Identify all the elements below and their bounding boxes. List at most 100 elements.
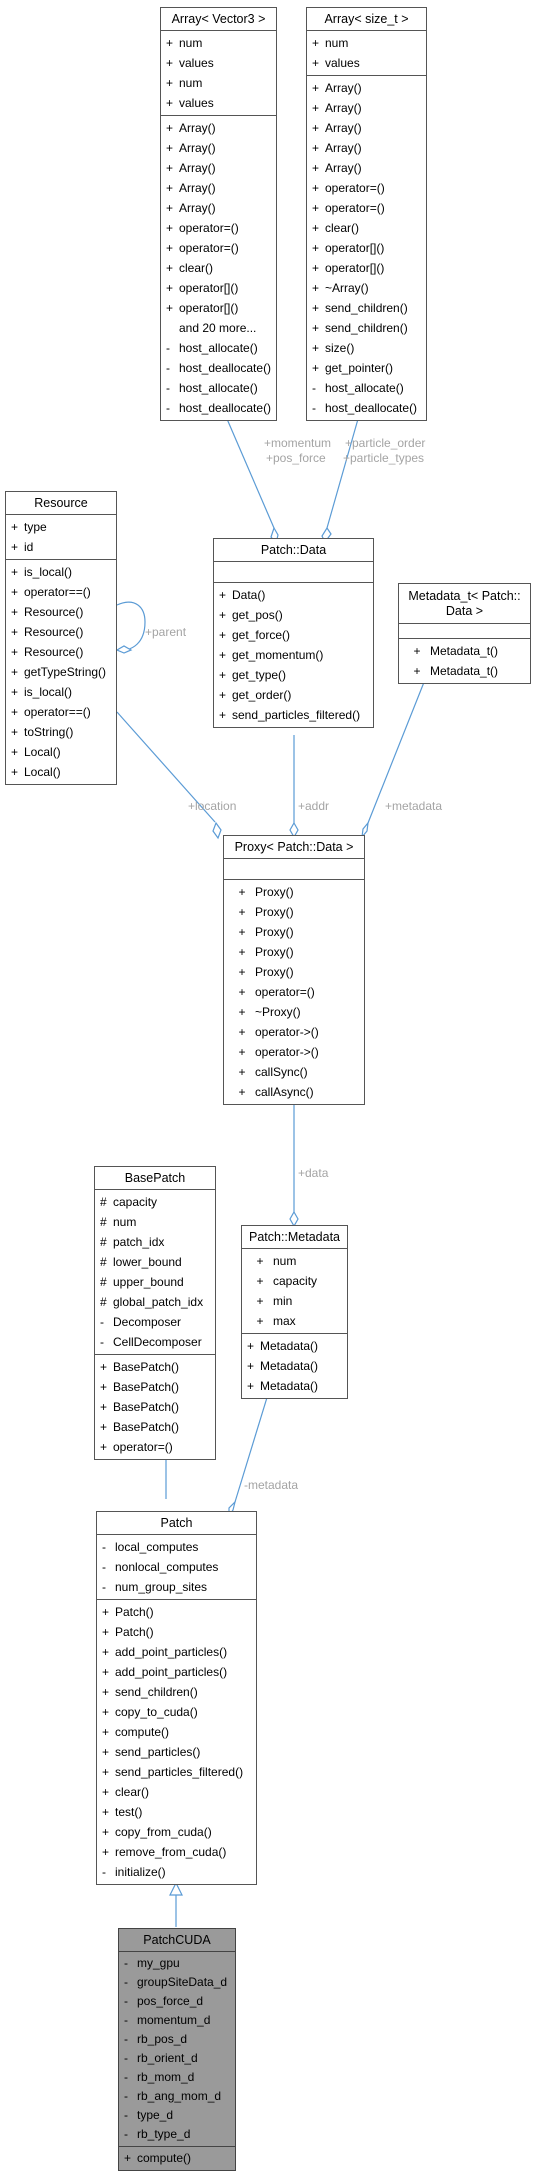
class-member[interactable]: +toString() [6, 722, 116, 742]
class-member[interactable]: +Proxy() [224, 902, 364, 922]
class-member[interactable]: -initialize() [97, 1862, 256, 1882]
class-member[interactable]: -my_gpu [119, 1954, 235, 1973]
class-member[interactable]: +num [307, 33, 426, 53]
class-member[interactable]: -rb_type_d [119, 2125, 235, 2144]
class-metadata-t[interactable]: Metadata_t< Patch:: Data > +Metadata_t()… [398, 583, 531, 684]
class-member[interactable]: -rb_pos_d [119, 2030, 235, 2049]
class-member[interactable]: -pos_force_d [119, 1992, 235, 2011]
class-member[interactable]: +Metadata() [242, 1356, 347, 1376]
class-member[interactable]: +clear() [97, 1782, 256, 1802]
class-member[interactable]: +Array() [161, 178, 276, 198]
class-member[interactable]: +Patch() [97, 1622, 256, 1642]
class-member[interactable]: +is_local() [6, 682, 116, 702]
class-member[interactable]: +get_momentum() [214, 645, 373, 665]
class-basepatch[interactable]: BasePatch #capacity#num#patch_idx#lower_… [94, 1166, 216, 1460]
class-member[interactable]: -host_deallocate() [307, 398, 426, 418]
class-member[interactable]: +get_pos() [214, 605, 373, 625]
class-member[interactable]: +operator=() [161, 238, 276, 258]
class-member[interactable]: #lower_bound [95, 1252, 215, 1272]
class-member[interactable]: +num [161, 73, 276, 93]
class-member[interactable]: +Resource() [6, 622, 116, 642]
class-member[interactable]: +Metadata() [242, 1376, 347, 1396]
class-member[interactable]: +Array() [307, 78, 426, 98]
class-member[interactable]: +copy_from_cuda() [97, 1822, 256, 1842]
class-patch-data[interactable]: Patch::Data +Data()+get_pos()+get_force(… [213, 538, 374, 728]
class-member[interactable]: +Patch() [97, 1602, 256, 1622]
class-member[interactable]: +test() [97, 1802, 256, 1822]
class-member[interactable]: +BasePatch() [95, 1357, 215, 1377]
class-member[interactable]: +is_local() [6, 562, 116, 582]
class-member[interactable]: +type [6, 517, 116, 537]
class-member[interactable]: -rb_orient_d [119, 2049, 235, 2068]
class-member[interactable]: +values [161, 93, 276, 113]
class-member[interactable]: +values [307, 53, 426, 73]
class-patch-metadata[interactable]: Patch::Metadata +num+capacity+min+max +M… [241, 1225, 348, 1399]
class-member[interactable]: -host_deallocate() [161, 358, 276, 378]
class-member[interactable]: +Array() [307, 158, 426, 178]
class-member[interactable]: +getTypeString() [6, 662, 116, 682]
class-member[interactable]: #upper_bound [95, 1272, 215, 1292]
class-member[interactable]: -CellDecomposer [95, 1332, 215, 1352]
class-member[interactable]: +Proxy() [224, 962, 364, 982]
class-member[interactable]: #num [95, 1212, 215, 1232]
class-member[interactable]: +Metadata() [242, 1336, 347, 1356]
class-member[interactable]: -nonlocal_computes [97, 1557, 256, 1577]
class-member[interactable]: +operator[]() [161, 298, 276, 318]
class-member[interactable]: +send_particles() [97, 1742, 256, 1762]
class-member[interactable]: +get_pointer() [307, 358, 426, 378]
class-member[interactable]: +operator->() [224, 1022, 364, 1042]
class-member[interactable]: +BasePatch() [95, 1377, 215, 1397]
class-member[interactable]: +send_children() [307, 318, 426, 338]
class-member[interactable]: and 20 more... [161, 318, 276, 338]
class-member[interactable]: +Local() [6, 762, 116, 782]
class-member[interactable]: +min [242, 1291, 347, 1311]
class-member[interactable]: -num_group_sites [97, 1577, 256, 1597]
class-member[interactable]: +operator==() [6, 702, 116, 722]
class-member[interactable]: +Array() [161, 138, 276, 158]
class-member[interactable]: +Array() [161, 118, 276, 138]
class-member[interactable]: +max [242, 1311, 347, 1331]
class-member[interactable]: +Array() [307, 98, 426, 118]
class-member[interactable]: +callSync() [224, 1062, 364, 1082]
class-member[interactable]: +values [161, 53, 276, 73]
class-member[interactable]: +Proxy() [224, 942, 364, 962]
class-member[interactable]: +Local() [6, 742, 116, 762]
class-member[interactable]: +operator[]() [161, 278, 276, 298]
class-member[interactable]: +num [161, 33, 276, 53]
class-member[interactable]: -rb_ang_mom_d [119, 2087, 235, 2106]
class-member[interactable]: +send_particles_filtered() [97, 1762, 256, 1782]
class-member[interactable]: +~Proxy() [224, 1002, 364, 1022]
class-member[interactable]: +remove_from_cuda() [97, 1842, 256, 1862]
class-member[interactable]: -Decomposer [95, 1312, 215, 1332]
class-member[interactable]: +Metadata_t() [399, 641, 530, 661]
class-member[interactable]: +operator=() [224, 982, 364, 1002]
class-resource[interactable]: Resource +type+id +is_local()+operator==… [5, 491, 117, 785]
class-member[interactable]: #patch_idx [95, 1232, 215, 1252]
class-member[interactable]: +~Array() [307, 278, 426, 298]
class-member[interactable]: +compute() [119, 2149, 235, 2168]
class-member[interactable]: +Metadata_t() [399, 661, 530, 681]
class-member[interactable]: +Resource() [6, 642, 116, 662]
class-member[interactable]: +operator=() [95, 1437, 215, 1457]
class-member[interactable]: +id [6, 537, 116, 557]
class-member[interactable]: +clear() [307, 218, 426, 238]
class-member[interactable]: +Data() [214, 585, 373, 605]
class-member[interactable]: -host_allocate() [161, 378, 276, 398]
class-member[interactable]: +operator->() [224, 1042, 364, 1062]
class-member[interactable]: +operator=() [307, 178, 426, 198]
class-member[interactable]: -momentum_d [119, 2011, 235, 2030]
class-member[interactable]: +compute() [97, 1722, 256, 1742]
class-member[interactable]: +Array() [161, 158, 276, 178]
class-member[interactable]: +operator=() [307, 198, 426, 218]
class-patchcuda[interactable]: PatchCUDA -my_gpu-groupSiteData_d-pos_fo… [118, 1928, 236, 2171]
class-member[interactable]: +Array() [307, 138, 426, 158]
class-member[interactable]: -host_allocate() [161, 338, 276, 358]
class-member[interactable]: +capacity [242, 1271, 347, 1291]
class-member[interactable]: +send_children() [97, 1682, 256, 1702]
class-member[interactable]: +get_order() [214, 685, 373, 705]
class-proxy-patch-data[interactable]: Proxy< Patch::Data > +Proxy()+Proxy()+Pr… [223, 835, 365, 1105]
class-member[interactable]: #capacity [95, 1192, 215, 1212]
class-member[interactable]: +Proxy() [224, 922, 364, 942]
class-member[interactable]: -rb_mom_d [119, 2068, 235, 2087]
class-member[interactable]: -groupSiteData_d [119, 1973, 235, 1992]
